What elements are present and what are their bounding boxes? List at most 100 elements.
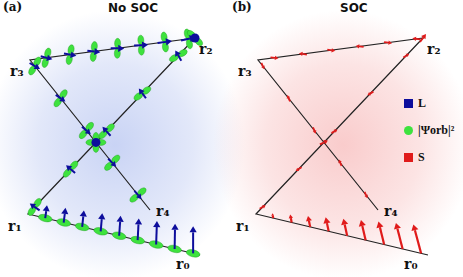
- spin-moment-arrow: [370, 92, 373, 94]
- spin-moment-arrow: [415, 230, 421, 253]
- red-glow: [213, 10, 463, 277]
- spin-moment-arrow: [302, 53, 306, 55]
- blue-glow: [0, 10, 245, 277]
- spin-moment-arrow: [364, 195, 367, 199]
- spin-moment-arrow: [421, 34, 426, 39]
- site-label: r₁: [236, 219, 250, 234]
- spin-moment-arrow: [306, 216, 312, 222]
- orbital-moment-arrow: [190, 226, 197, 232]
- spin-moment-arrow: [338, 160, 341, 164]
- orbital-moment-arrow: [106, 131, 110, 136]
- orbital-moment-arrow: [108, 159, 112, 163]
- spin-moment-arrow: [323, 140, 328, 144]
- spin-moment-arrow: [313, 127, 315, 131]
- orbital-moment-arrow: [64, 214, 65, 223]
- site-label: r₄: [156, 204, 170, 219]
- spin-moment-arrow: [327, 223, 329, 231]
- orbital-moment-arrow: [64, 54, 71, 55]
- orbital-moment-arrow: [44, 211, 47, 218]
- orbital-moment-arrow: [46, 55, 52, 61]
- spin-moment-arrow: [397, 229, 402, 249]
- orbital-moment-arrow: [56, 95, 61, 99]
- orbital-moment-arrow: [178, 55, 181, 61]
- spin-moment-arrow: [394, 223, 401, 230]
- legend-swatch: [404, 153, 413, 162]
- spin-moment-arrow: [362, 226, 365, 240]
- orbital-moment-arrow: [174, 230, 176, 249]
- spin-moment-arrow: [320, 142, 324, 144]
- orbital-moment-arrow: [158, 42, 166, 43]
- orbital-moment-arrow: [139, 89, 145, 95]
- spin-moment-arrow: [290, 218, 293, 222]
- orbital-moment-arrow: [142, 93, 146, 98]
- spin-moment-arrow: [367, 92, 371, 95]
- orbital-moment-arrow: [155, 227, 158, 244]
- spin-moment-arrow: [298, 167, 301, 169]
- spin-moment-arrow: [272, 215, 275, 218]
- legend-swatch: [404, 126, 413, 135]
- site-label: r₂: [199, 42, 213, 57]
- orbital-moment-arrow: [87, 50, 94, 53]
- spin-moment-arrow: [327, 49, 331, 51]
- spin-moment-arrow: [406, 54, 410, 57]
- orbital-moment-arrow: [82, 216, 83, 226]
- spin-moment-arrow: [289, 215, 293, 219]
- chain-line: [256, 38, 428, 255]
- spin-moment-arrow: [380, 227, 384, 244]
- legend: L |Ψorb|² S: [404, 90, 454, 171]
- orbital-moment-arrow: [118, 222, 121, 236]
- spin-moment-arrow: [420, 38, 423, 42]
- spin-moment-arrow: [296, 168, 300, 171]
- legend-swatch: [404, 99, 413, 108]
- spin-moment-arrow: [376, 221, 383, 228]
- chain-line: [28, 38, 200, 255]
- orbital-moment-arrow: [59, 96, 65, 102]
- spin-moment-arrow: [411, 224, 418, 231]
- site-label: r₀: [404, 257, 418, 272]
- site-label: r₀: [176, 257, 190, 272]
- spin-moment-arrow: [356, 44, 360, 48]
- spin-moment-arrow: [345, 225, 347, 236]
- spin-moment-arrow: [332, 131, 335, 133]
- site-label: r₄: [384, 204, 398, 219]
- panel-title: No SOC: [108, 2, 158, 15]
- legend-text: |Ψorb|²: [418, 123, 454, 138]
- orbital-moment-arrow: [192, 232, 194, 253]
- orbital-moment-arrow: [30, 204, 36, 210]
- orbital-moment-arrow: [117, 216, 124, 222]
- panel-title: SOC: [340, 2, 368, 15]
- orbital-moment-arrow: [34, 63, 40, 69]
- spin-moment-arrow: [340, 162, 342, 166]
- spin-moment-arrow: [412, 37, 416, 41]
- legend-entry: L: [404, 90, 454, 117]
- spin-moment-arrow: [271, 213, 274, 215]
- orbital-moment-arrow: [102, 127, 108, 133]
- site-label: r₃: [10, 64, 24, 79]
- spin-moment-arrow: [262, 205, 266, 208]
- legend-text: S: [418, 150, 425, 165]
- spin-moment-arrow: [271, 56, 275, 58]
- orbital-moment-arrow: [134, 44, 142, 46]
- spin-moment-arrow: [323, 217, 330, 224]
- orbital-moment-arrow: [101, 219, 102, 231]
- orbital-moment-arrow: [61, 208, 68, 214]
- legend-entry: |Ψorb|²: [404, 117, 454, 144]
- site-label: r₂: [427, 42, 441, 57]
- orbital-moment-arrow: [175, 50, 181, 56]
- panel-tag: (a): [3, 1, 22, 14]
- orbital-moment-arrow: [153, 221, 160, 227]
- spin-moment-arrow: [341, 219, 348, 226]
- spin-moment-arrow: [288, 98, 290, 102]
- orbital-moment-arrow: [166, 38, 172, 45]
- orbital-moment-dot: [91, 138, 100, 147]
- site-label: r₁: [8, 219, 22, 234]
- orbital-moment-arrow: [82, 127, 87, 131]
- orbital-moment-arrow: [181, 39, 190, 41]
- legend-text: L: [418, 96, 426, 111]
- orbital-moment-arrow: [135, 218, 142, 224]
- orbital-moment-arrow: [94, 48, 100, 55]
- spin-moment-arrow: [261, 63, 263, 67]
- orbital-moment-arrow: [98, 213, 105, 219]
- spin-moment-arrow: [388, 41, 392, 45]
